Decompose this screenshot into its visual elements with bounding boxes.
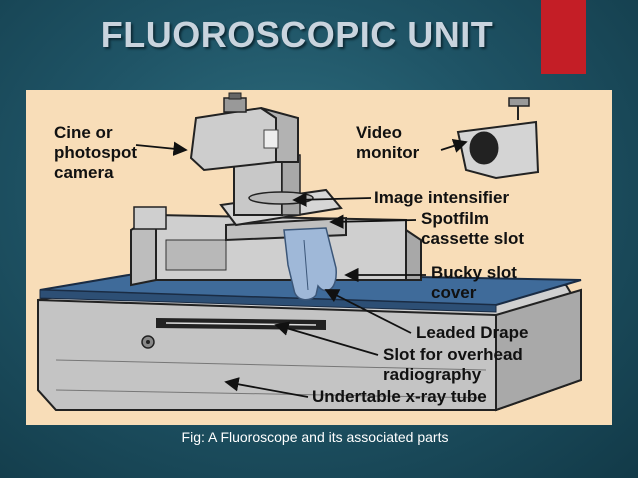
accent-bar [541, 0, 586, 74]
label-cine-line2: photospot [54, 143, 137, 162]
label-arrows [135, 138, 468, 398]
cine-camera [189, 92, 299, 172]
label-monitor-line2: monitor [356, 143, 420, 162]
label-spotfilm-line1: Spotfilm [421, 209, 489, 228]
label-spotfilm-line2: cassette slot [421, 229, 524, 248]
fluoroscope-diagram: Cine or photospot camera Video monitor I… [37, 92, 582, 412]
label-bucky-line1: Bucky slot [431, 263, 517, 282]
overhead-slot [156, 318, 326, 330]
label-monitor-line1: Video [356, 123, 402, 142]
label-overhead-line2: radiography [383, 365, 482, 384]
slide-title: FLUOROSCOPIC UNIT [100, 14, 494, 55]
fluoroscope-figure: Cine or photospot camera Video monitor I… [26, 90, 612, 425]
label-xray-tube: Undertable x-ray tube [312, 387, 487, 406]
video-monitor [456, 97, 540, 180]
leaded-drape [283, 227, 337, 301]
label-overhead-line1: Slot for overhead [383, 345, 523, 364]
figure-caption: Fig: A Fluoroscope and its associated pa… [181, 429, 449, 445]
label-leaded-drape: Leaded Drape [416, 323, 528, 342]
diagram-labels: Cine or photospot camera Video monitor I… [54, 123, 528, 406]
label-image-intensifier: Image intensifier [374, 188, 509, 207]
label-cine-line3: camera [54, 163, 114, 182]
base-cabinet [37, 284, 582, 412]
label-cine-line1: Cine or [54, 123, 113, 142]
label-bucky-line2: cover [431, 283, 477, 302]
